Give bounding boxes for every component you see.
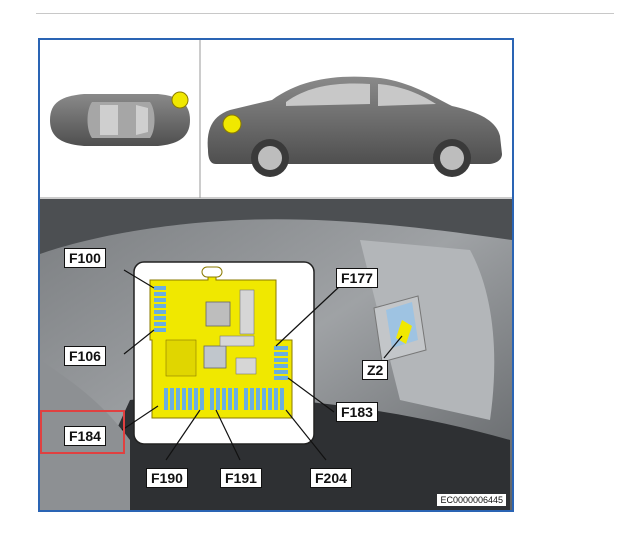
fuse-f100-f106-column: [154, 286, 166, 332]
car-side-view: [207, 76, 503, 177]
label-f191: F191: [220, 468, 262, 488]
label-z2: Z2: [362, 360, 389, 380]
trunk-lid: [40, 199, 512, 254]
document-code: EC0000006445: [437, 494, 506, 506]
label-f183: F183: [336, 402, 378, 422]
label-f177: F177: [336, 268, 378, 288]
label-f204: F204: [310, 468, 352, 488]
leader-lines: [121, 269, 403, 461]
label-f184: F184: [64, 426, 106, 446]
label-f106: F106: [64, 346, 106, 366]
fuse-f177-f183-column: [274, 346, 288, 380]
label-f190: F190: [146, 468, 188, 488]
z2-module: [373, 295, 427, 363]
fuse-location-figure: F100 F106 F177 Z2 F183 F184 F190 F191 F2…: [38, 38, 514, 512]
highlight-box-f184: [40, 410, 125, 454]
car-top-view: [50, 94, 190, 146]
trunk-marker-side: [222, 114, 242, 134]
fuse-bottom-row: [164, 388, 284, 410]
fuse-panel: [149, 266, 293, 419]
label-f100: F100: [64, 248, 106, 268]
top-divider: [36, 13, 614, 14]
diagram-artwork: [40, 40, 512, 510]
trunk-marker-top: [171, 91, 189, 109]
trunk-side-wall: [360, 240, 495, 420]
